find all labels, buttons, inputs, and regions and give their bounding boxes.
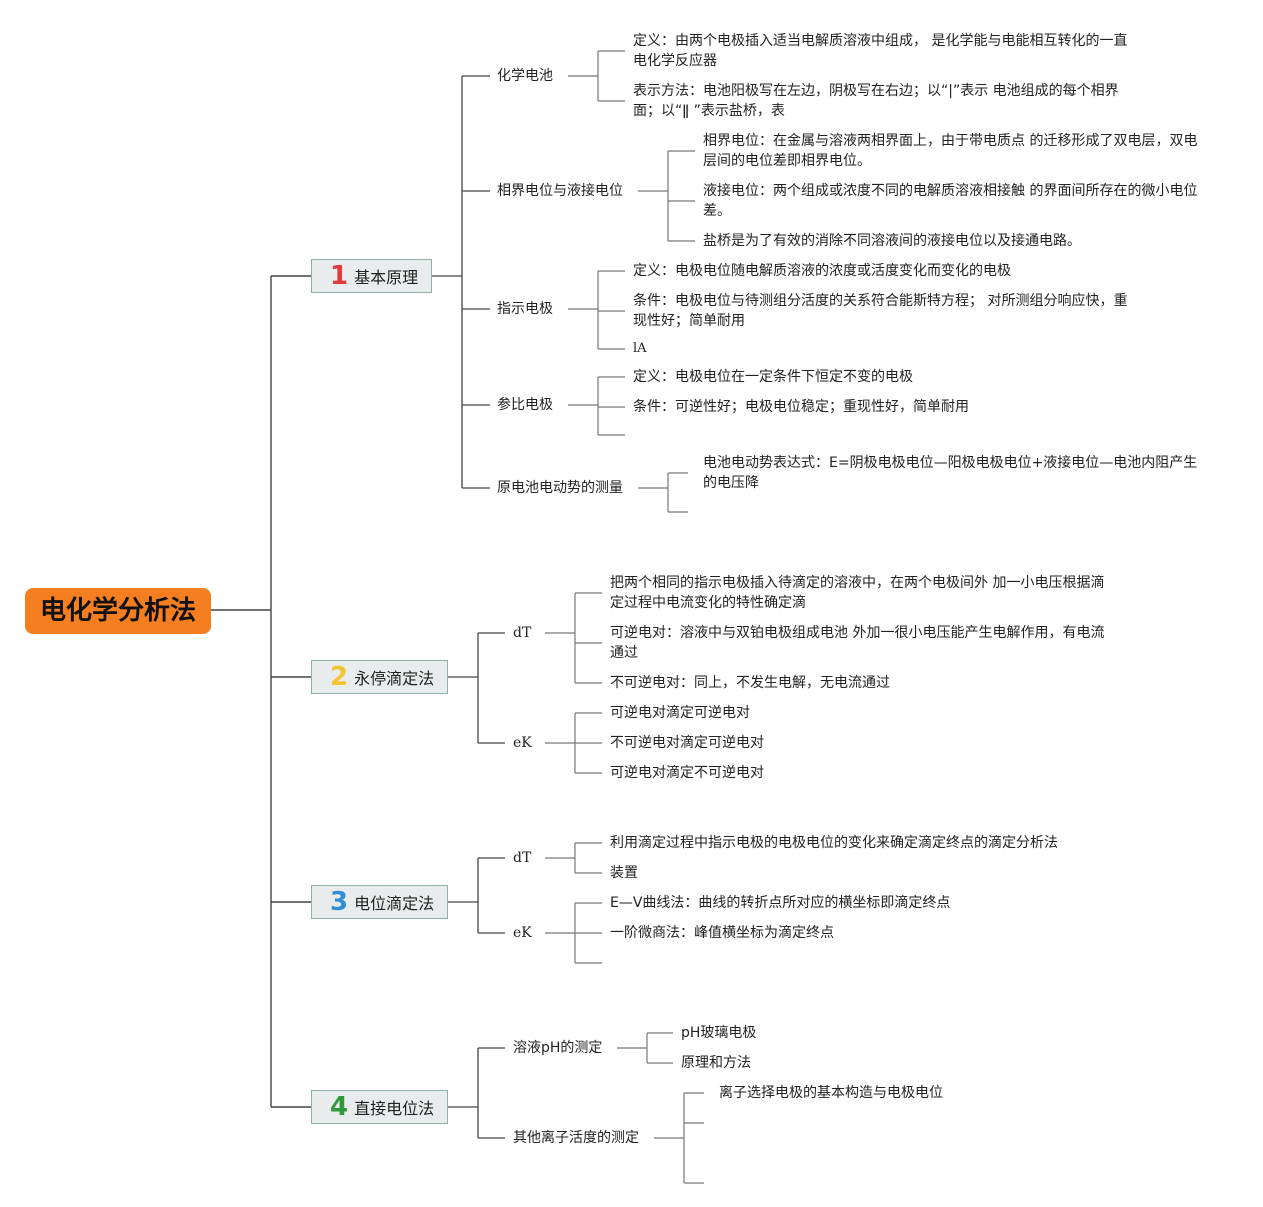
section-node-1[interactable]: 1 基本原理 bbox=[311, 259, 432, 293]
leaf-text: 液接电位：两个组成或浓度不同的电解质溶液相接触 的界面间所存在的微小电位差。 bbox=[703, 183, 1198, 219]
leaf-text: lA bbox=[633, 341, 647, 356]
section-node-4[interactable]: 4 直接电位法 bbox=[311, 1090, 448, 1124]
leaf-text: 定义：电极电位随电解质溶液的浓度或活度变化而变化的电极 bbox=[633, 263, 1011, 279]
leaf-text: 原理和方法 bbox=[681, 1055, 751, 1071]
branch-emf-measurement[interactable]: 原电池电动势的测量 bbox=[497, 480, 623, 496]
section-title: 基本原理 bbox=[354, 268, 419, 287]
leaf-text: 利用滴定过程中指示电极的电极电位的变化来确定滴定终点的滴定分析法 bbox=[610, 835, 1058, 851]
branch-dt[interactable]: dT bbox=[513, 850, 532, 866]
leaf-text: 一阶微商法：峰值横坐标为滴定终点 bbox=[610, 925, 834, 941]
section-title: 永停滴定法 bbox=[354, 669, 435, 688]
leaf-text: 条件：可逆性好；电极电位稳定；重现性好，简单耐用 bbox=[633, 399, 969, 415]
section-node-3[interactable]: 3 电位滴定法 bbox=[311, 885, 448, 919]
branch-indicator-electrode[interactable]: 指示电极 bbox=[497, 301, 553, 317]
leaf-text: 电池电动势表达式：E=阴极电极电位—阳极电极电位+液接电位—电池内阻产生的电压降 bbox=[703, 455, 1198, 491]
leaf-text: 可逆电对滴定不可逆电对 bbox=[610, 765, 764, 781]
number-4-icon: 4 bbox=[330, 1092, 349, 1122]
leaf-text: 定义：电极电位在一定条件下恒定不变的电极 bbox=[633, 369, 913, 385]
branch-interface-potential[interactable]: 相界电位与液接电位 bbox=[497, 183, 623, 199]
leaf-text: E—V曲线法：曲线的转折点所对应的横坐标即滴定终点 bbox=[610, 895, 951, 911]
leaf-text: pH玻璃电极 bbox=[681, 1025, 757, 1041]
leaf-text: 盐桥是为了有效的消除不同溶液间的液接电位以及接通电路。 bbox=[703, 233, 1081, 249]
leaf-text: 相界电位：在金属与溶液两相界面上，由于带电质点 的迁移形成了双电层，双电层间的电… bbox=[703, 133, 1198, 169]
leaf-text: 条件：电极电位与待测组分活度的关系符合能斯特方程； 对所测组分响应快，重现性好；… bbox=[633, 293, 1128, 329]
leaf-text: 把两个相同的指示电极插入待滴定的溶液中，在两个电极间外 加一小电压根据滴定过程中… bbox=[610, 575, 1105, 611]
leaf-text: 装置 bbox=[610, 865, 638, 881]
branch-other-ions[interactable]: 其他离子活度的测定 bbox=[513, 1130, 639, 1146]
branch-solution-ph[interactable]: 溶液pH的测定 bbox=[513, 1040, 603, 1056]
leaf-text: 不可逆电对滴定可逆电对 bbox=[610, 735, 764, 751]
root-node[interactable]: 电化学分析法 bbox=[25, 588, 211, 634]
leaf-text: 离子选择电极的基本构造与电极电位 bbox=[719, 1085, 943, 1101]
branch-chemical-cell[interactable]: 化学电池 bbox=[497, 68, 553, 84]
section-node-2[interactable]: 2 永停滴定法 bbox=[311, 660, 448, 694]
section-title: 电位滴定法 bbox=[354, 894, 435, 913]
number-3-icon: 3 bbox=[330, 887, 349, 917]
branch-dt[interactable]: dT bbox=[513, 625, 532, 641]
branch-ek[interactable]: eK bbox=[513, 735, 532, 751]
number-1-icon: 1 bbox=[330, 261, 349, 291]
number-2-icon: 2 bbox=[330, 662, 349, 692]
leaf-text: 可逆电对：溶液中与双铂电极组成电池 外加一很小电压能产生电解作用，有电流通过 bbox=[610, 625, 1105, 661]
branch-reference-electrode[interactable]: 参比电极 bbox=[497, 397, 553, 413]
leaf-text: 定义：由两个电极插入适当电解质溶液中组成， 是化学能与电能相互转化的一直电化学反… bbox=[633, 33, 1128, 69]
leaf-text: 不可逆电对：同上，不发生电解，无电流通过 bbox=[610, 675, 890, 691]
branch-ek[interactable]: eK bbox=[513, 925, 532, 941]
section-title: 直接电位法 bbox=[354, 1099, 435, 1118]
leaf-text: 可逆电对滴定可逆电对 bbox=[610, 705, 750, 721]
leaf-text: 表示方法：电池阳极写在左边，阴极写在右边；以“|”表示 电池组成的每个相界面；以… bbox=[633, 83, 1119, 119]
